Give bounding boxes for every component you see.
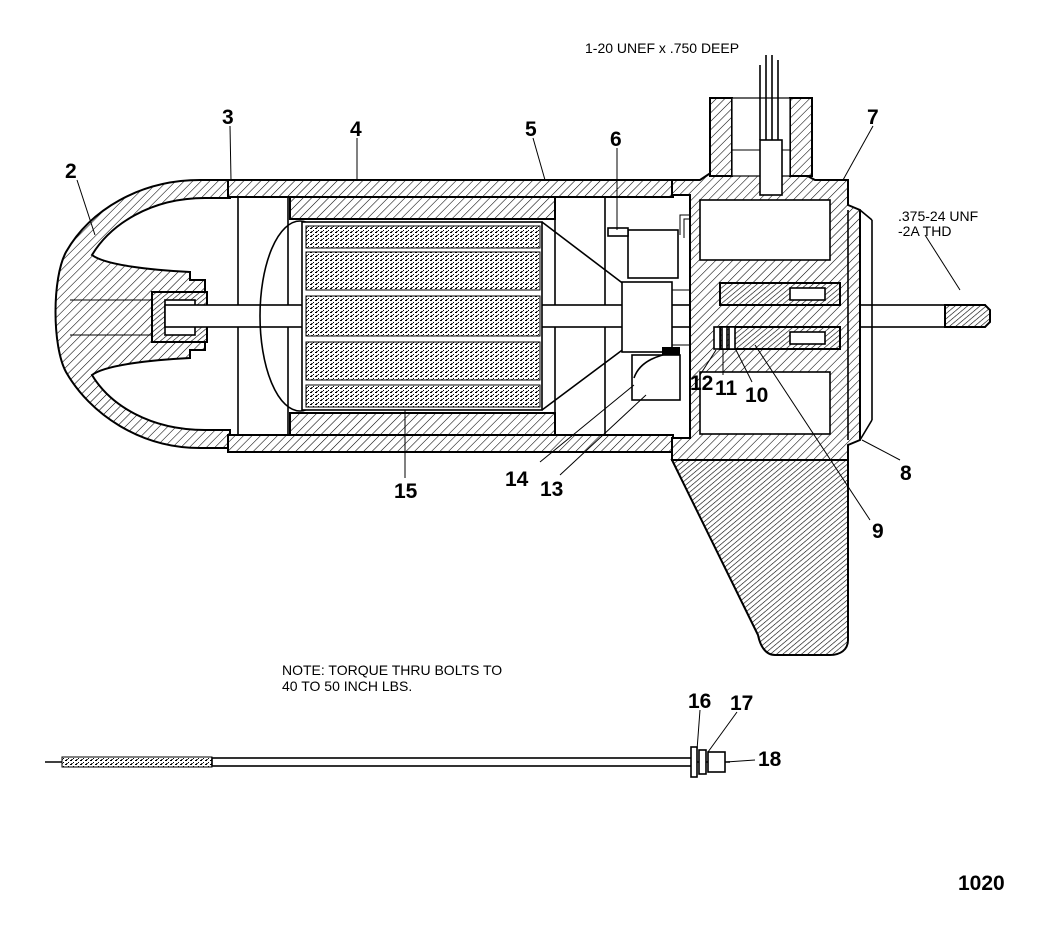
callout-17: 17 [730, 692, 753, 715]
armature [259, 220, 626, 412]
callout-2: 2 [65, 160, 77, 183]
brush-assembly [607, 200, 775, 401]
cord-fitting [709, 55, 813, 196]
callout-12: 12 [690, 372, 713, 395]
through-bolt [45, 746, 730, 778]
callout-11: 11 [715, 377, 738, 400]
callout-16: 16 [688, 690, 711, 713]
callout-6: 6 [610, 128, 622, 151]
annotations: 1-20 UNEF x .750 DEEP .375-24 UNF -2A TH… [282, 40, 1005, 895]
seal-stack [713, 326, 736, 350]
callout-9: 9 [872, 520, 884, 543]
thread-spec-top: 1-20 UNEF x .750 DEEP [585, 40, 739, 56]
callout-18: 18 [758, 748, 782, 771]
callout-7: 7 [867, 106, 879, 129]
torque-note-line-1: NOTE: TORQUE THRU BOLTS TO [282, 662, 502, 678]
figure-number: 1020 [958, 872, 1005, 895]
callout-10: 10 [745, 384, 768, 407]
thread-spec-right-2: -2A THD [898, 223, 951, 239]
callout-8: 8 [900, 462, 912, 485]
callout-4: 4 [350, 118, 362, 141]
callout-3: 3 [222, 106, 234, 129]
end-cap [671, 171, 873, 461]
callout-15: 15 [394, 480, 418, 503]
leader-lines [76, 125, 961, 763]
skeg [670, 459, 849, 656]
callout-14: 14 [505, 468, 529, 491]
housing-tube [227, 179, 674, 453]
shaft [164, 304, 991, 328]
callout-5: 5 [525, 118, 537, 141]
thread-spec-right-1: .375-24 UNF [898, 208, 978, 224]
torque-note-line-2: 40 TO 50 INCH LBS. [282, 678, 412, 694]
callout-13: 13 [540, 478, 563, 501]
callout-labels: 2 3 4 5 6 7 8 9 10 11 12 13 14 15 16 17 … [65, 106, 912, 771]
